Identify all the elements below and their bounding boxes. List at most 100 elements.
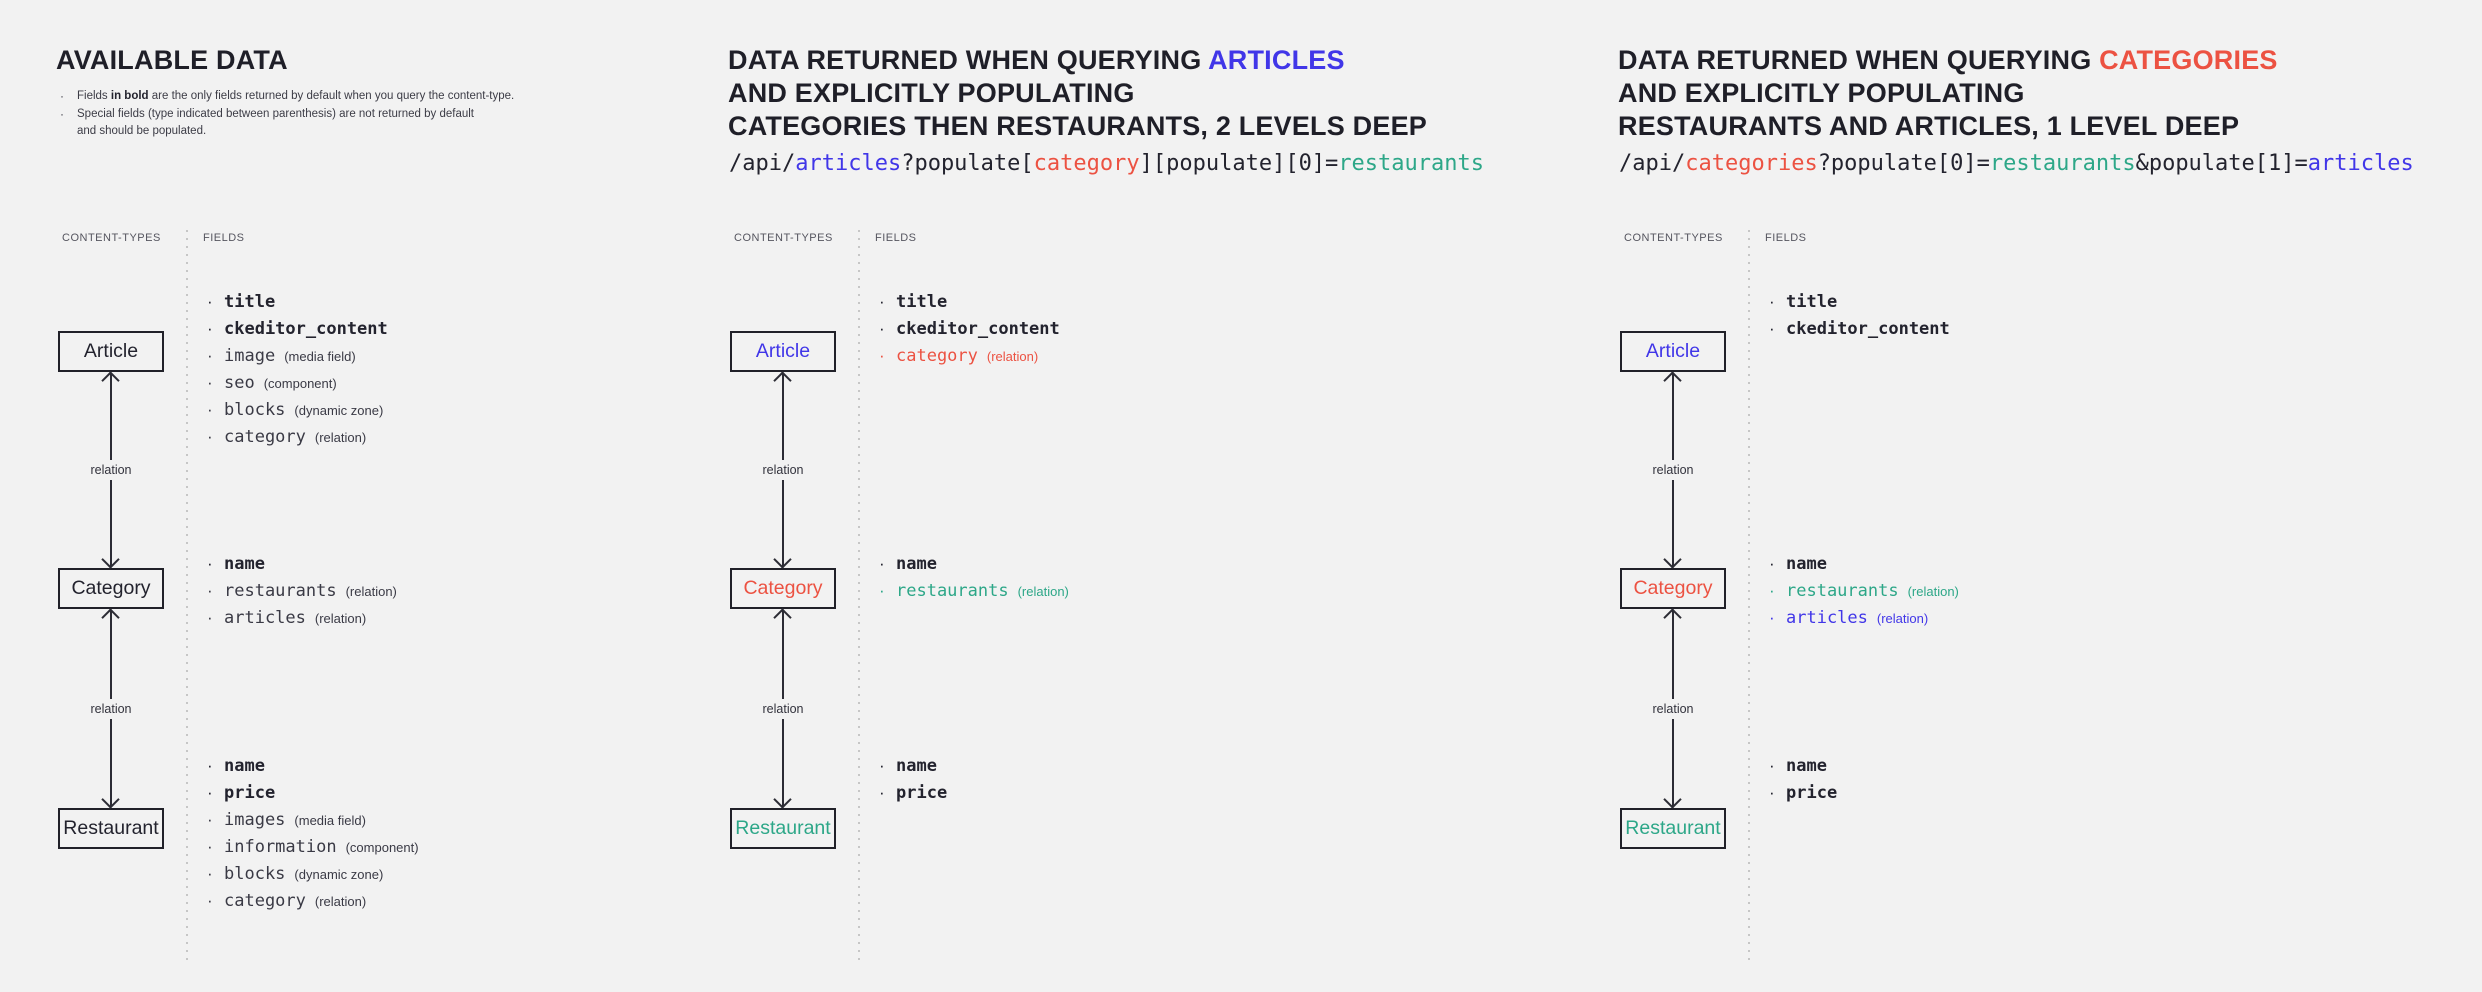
fields-list: ·name·restaurants(relation)·articles(rel… [207, 554, 397, 635]
fields-list: ·title·ckeditor_content·image(media fiel… [207, 292, 388, 454]
bullet-dot: · [207, 891, 213, 910]
field-name: restaurants [224, 581, 337, 601]
field-name: price [224, 783, 276, 803]
title-line: AND EXPLICITLY POPULATING [1618, 77, 2278, 110]
code-segment: articles [795, 151, 902, 176]
bullet-dot: · [207, 581, 213, 600]
field-name: title [224, 292, 276, 312]
title-segment: AND EXPLICITLY POPULATING [728, 78, 1135, 108]
code-segment: restaurants [1989, 151, 2136, 176]
bullet-dot: · [1769, 783, 1775, 802]
code-segment: &populate[1]= [2135, 151, 2308, 176]
fields-label: FIELDS [875, 232, 917, 244]
fields-list: ·title·ckeditor_content·category(relatio… [879, 292, 1060, 373]
panel-title: AVAILABLE DATA [56, 44, 288, 77]
arrow-head-down-icon [773, 790, 792, 809]
bullet-dot: · [879, 292, 885, 311]
note-item: ·Fields in bold are the only fields retu… [60, 88, 635, 105]
content-type-box-restaurant: Restaurant [58, 808, 164, 849]
content-type-label: Category [743, 577, 823, 599]
arrow-head-up-icon [101, 371, 120, 390]
field-name: images [224, 810, 286, 830]
field-name: name [896, 554, 937, 574]
code-segment: category [1033, 151, 1140, 176]
title-line: AND EXPLICITLY POPULATING [728, 77, 1427, 110]
api-query-code: /api/categories?populate[0]=restaurants&… [1619, 150, 2414, 178]
column-divider [186, 230, 188, 960]
bullet-dot: · [1769, 608, 1775, 627]
code-segment: /api/ [729, 151, 796, 176]
code-segment: articles [2307, 151, 2414, 176]
field-name: image [224, 346, 276, 366]
fields-list: ·title ·ckeditor_content [1769, 292, 1950, 346]
code-segment: ?populate[ [901, 151, 1034, 176]
fields-list: ·name·price [1769, 756, 1837, 810]
fields-label: FIELDS [203, 232, 245, 244]
field-item: ·category(relation) [207, 427, 388, 447]
field-item: ·ckeditor_content [1769, 319, 1950, 339]
content-types-label: CONTENT-TYPES [734, 232, 833, 244]
bullet-dot: · [207, 837, 213, 856]
title-line: DATA RETURNED WHEN QUERYING CATEGORIES [1618, 44, 2278, 77]
content-type-box-category: Category [58, 568, 164, 609]
arrow-head-down-icon [101, 550, 120, 569]
notes-list: ·Fields in bold are the only fields retu… [60, 88, 635, 141]
content-type-label: Restaurant [1625, 817, 1721, 839]
bullet-dot: · [207, 783, 213, 802]
field-item: ·name [1769, 756, 1837, 776]
title-line: RESTAURANTS AND ARTICLES, 1 LEVEL DEEP [1618, 110, 2278, 143]
field-name: name [1786, 554, 1827, 574]
relation-label: relation [756, 698, 810, 719]
bullet-dot: · [879, 783, 885, 802]
content-types-label: CONTENT-TYPES [1624, 232, 1723, 244]
bullet-dot: · [207, 554, 213, 573]
bullet-dot: · [207, 292, 213, 311]
field-name: name [224, 554, 265, 574]
field-name: articles [224, 608, 306, 628]
field-item: ·articles(relation) [1769, 608, 1959, 628]
field-item: · restaurants (relation) [207, 581, 397, 601]
field-name: title [896, 292, 948, 312]
field-name: restaurants [896, 581, 1009, 601]
field-item: ·title [1769, 292, 1950, 312]
bullet-dot: · [1769, 292, 1775, 311]
relation-arrow: relation [756, 371, 810, 569]
field-item: ·category(relation) [879, 346, 1060, 366]
content-type-label: Restaurant [63, 817, 159, 839]
bullet-dot: · [879, 319, 885, 338]
content-type-box-article: Article [58, 331, 164, 372]
bullet-dot: · [879, 581, 885, 600]
title-line: DATA RETURNED WHEN QUERYING ARTICLES [728, 44, 1427, 77]
arrow-head-down-icon [1663, 550, 1682, 569]
content-type-label: Category [71, 577, 151, 599]
field-item: · title [207, 292, 388, 312]
field-item: ·blocks(dynamic zone) [207, 864, 419, 884]
field-name: blocks [224, 400, 286, 420]
title-line: AVAILABLE DATA [56, 44, 288, 77]
arrow-head-up-icon [1663, 371, 1682, 390]
bullet-dot: · [207, 810, 213, 829]
bullet-dot: · [207, 608, 213, 627]
code-segment: ?populate[0]= [1817, 151, 1990, 176]
content-type-label: Category [1633, 577, 1713, 599]
content-type-box-article: Article [1620, 331, 1726, 372]
field-item: ·restaurants(relation) [879, 581, 1069, 601]
title-segment: AVAILABLE DATA [56, 45, 288, 75]
note-text: Special fields (type indicated between p… [77, 106, 474, 140]
fields-list: ·name·restaurants(relation) [879, 554, 1069, 608]
bullet-dot: · [1769, 581, 1775, 600]
field-name: category [896, 346, 978, 366]
field-item: ·articles(relation) [207, 608, 397, 628]
field-type-annotation: (media field) [294, 813, 366, 828]
bullet-dot: · [207, 400, 213, 419]
field-name: name [224, 756, 265, 776]
fields-list: ·name·restaurants(relation)·articles(rel… [1769, 554, 1959, 635]
field-type-annotation: (relation) [345, 584, 397, 599]
field-name: ckeditor_content [224, 319, 388, 339]
arrow-head-up-icon [1663, 608, 1682, 627]
field-type-annotation: (component) [263, 376, 337, 391]
